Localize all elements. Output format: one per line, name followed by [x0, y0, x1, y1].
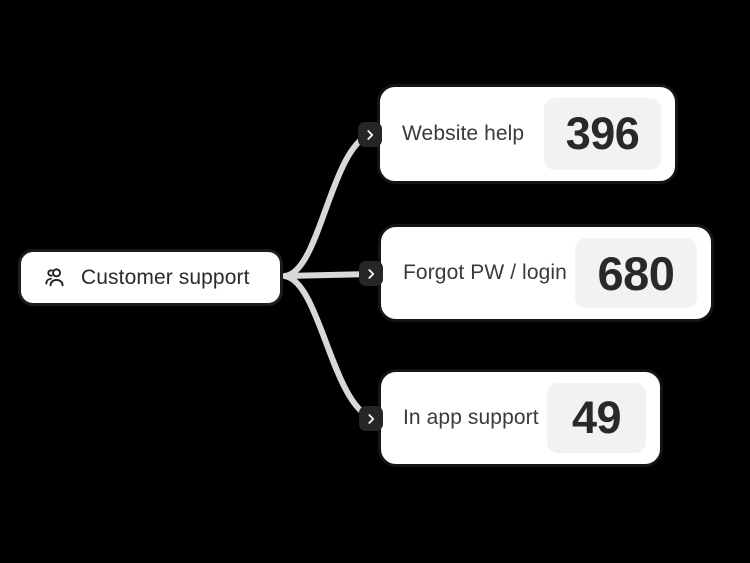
- metric-card-forgot-pw-login[interactable]: Forgot PW / login 680: [378, 224, 714, 322]
- metric-card-value: 680: [575, 238, 697, 308]
- edge-arrow-badge-forgot-pw-login[interactable]: [359, 261, 383, 286]
- metric-card-in-app-support[interactable]: In app support 49: [378, 369, 663, 467]
- edge-arrow-badge-website-help[interactable]: [358, 122, 382, 147]
- metric-card-label: Forgot PW / login: [403, 261, 567, 284]
- edge-to-in-app-support: [282, 273, 375, 421]
- chevron-right-icon: [368, 413, 375, 424]
- metric-card-value: 49: [547, 383, 646, 453]
- chevron-right-icon: [367, 129, 374, 140]
- people-icon: [45, 268, 64, 287]
- metric-card-label: In app support: [403, 406, 539, 429]
- metric-card-value: 396: [544, 98, 661, 170]
- metric-card-website-help[interactable]: Website help 396: [377, 84, 678, 184]
- source-node-customer-support[interactable]: Customer support: [18, 249, 283, 306]
- metric-card-label: Website help: [402, 122, 525, 145]
- chevron-right-icon: [368, 268, 375, 279]
- source-node-label: Customer support: [81, 265, 250, 289]
- edge-to-website-help: [282, 131, 373, 279]
- edge-arrow-badge-in-app-support[interactable]: [359, 406, 383, 431]
